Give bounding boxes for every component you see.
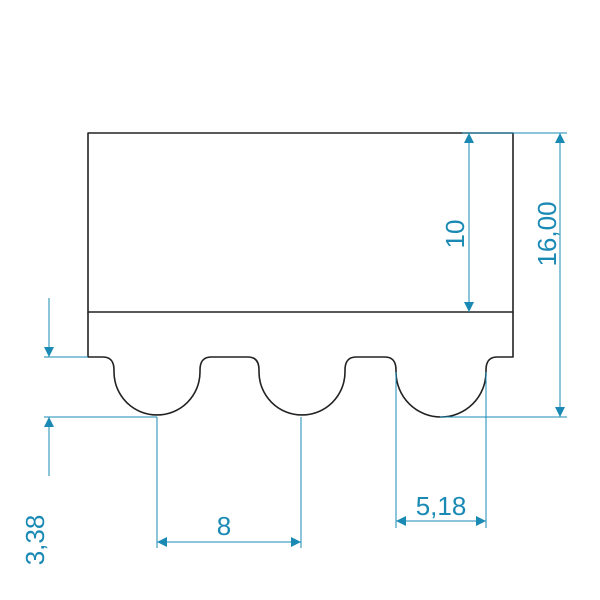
belt-outline	[87, 132, 514, 418]
dimension-pitch: 8	[156, 417, 302, 548]
body-height-label: 10	[440, 220, 470, 249]
dimension-tooth-width: 5,18	[395, 372, 487, 528]
dimension-total-height: 16,00	[440, 132, 567, 418]
dimension-body-height: 10	[440, 132, 513, 312]
total-height-label: 16,00	[532, 201, 562, 266]
tooth-width-label: 5,18	[416, 491, 467, 521]
belt-teeth-profile	[87, 312, 514, 418]
belt-body	[87, 132, 514, 313]
tooth-depth-label: 3,38	[20, 515, 50, 566]
dimension-tooth-depth: 3,38	[20, 298, 157, 565]
pitch-label: 8	[217, 511, 231, 541]
